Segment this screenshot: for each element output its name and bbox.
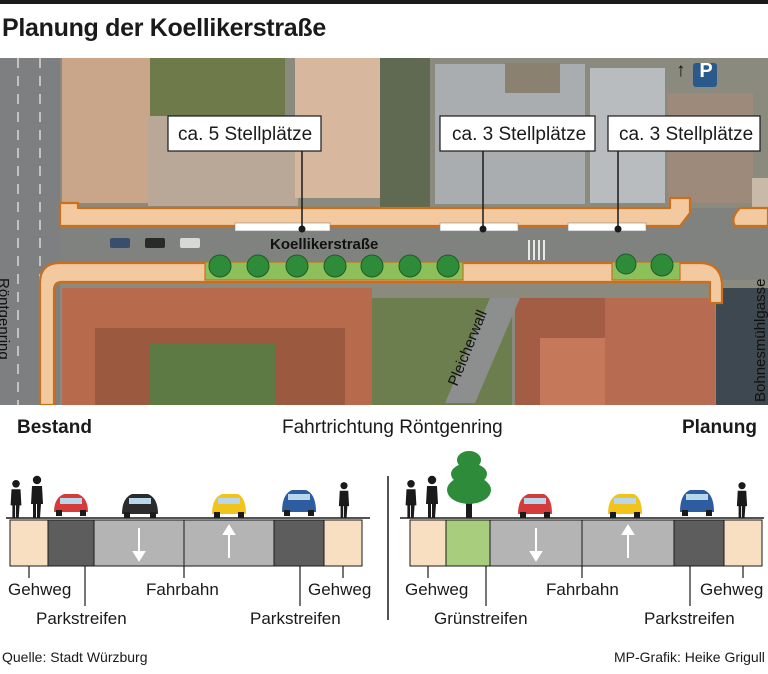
parking-sign-letter: P [699, 60, 713, 82]
source-note: Quelle: Stadt Würzburg [2, 649, 148, 665]
heading-planung: Planung [682, 417, 757, 438]
bestand-label-parkstreifen-right: Parkstreifen [250, 609, 341, 628]
south-buildings [62, 288, 768, 405]
heading-direction: Fahrtrichtung Röntgenring [282, 417, 503, 438]
parking-label-3: ca. 3 Stellplätze [619, 124, 754, 145]
parking-strip-3 [567, 222, 647, 232]
bestand-gehweg-right [323, 519, 363, 567]
cross-sections [6, 451, 764, 620]
top-rule [0, 0, 768, 4]
callout-boxes [167, 115, 761, 152]
planung-gruenstreifen [445, 519, 491, 567]
car-red-right [518, 494, 552, 518]
planung-label-gehweg-left: Gehweg [405, 580, 469, 599]
street-label-bohnesmuehlgasse: Bohnesmühlgasse [752, 278, 768, 402]
leader-lines [301, 150, 619, 228]
parking-strip-2 [439, 222, 519, 232]
car-blue-left [282, 490, 316, 516]
graphic-credit: MP-Grafik: Heike Grigull [614, 649, 765, 665]
street-label-koellikerstrasse: Koellikerstraße [270, 236, 379, 253]
bestand-label-gehweg-right: Gehweg [308, 580, 372, 599]
bestand-gehweg-left [9, 519, 49, 567]
planung-gehweg-right [723, 519, 763, 567]
trees [208, 253, 674, 278]
planung-gehweg-left [409, 519, 447, 567]
bestand-section [6, 475, 370, 606]
parking-dot-1 [298, 225, 306, 233]
tree-icon [447, 451, 491, 518]
heading-bestand: Bestand [17, 417, 92, 438]
parking-dot-3 [614, 225, 622, 233]
bestand-parkstreifen-right [273, 519, 325, 567]
parking-sign [693, 63, 717, 87]
parking-dot-2 [479, 225, 487, 233]
crosswalk [528, 240, 545, 260]
bestand-label-fahrbahn: Fahrbahn [146, 580, 219, 599]
parking-label-1: ca. 5 Stellplätze [178, 124, 313, 145]
north-sidewalk-band-east [732, 206, 768, 228]
bestand-label-parkstreifen-left: Parkstreifen [36, 609, 127, 628]
car-red-left [54, 494, 88, 516]
north-sidewalk-band [58, 196, 692, 228]
bestand-parkstreifen-left [47, 519, 95, 567]
bestand-label-gehweg-left: Gehweg [8, 580, 72, 599]
parking-strip-1 [234, 222, 331, 232]
parking-label-2: ca. 3 Stellplätze [452, 124, 587, 145]
car-blue-right [680, 490, 714, 516]
planung-label-gehweg-right: Gehweg [700, 580, 764, 599]
planung-label-parkstreifen-right: Parkstreifen [644, 609, 735, 628]
car-yellow-right [608, 494, 642, 518]
parking-arrow-icon: ↑ [676, 60, 686, 81]
parked-cars [110, 238, 200, 248]
page-title: Planung der Koellikerstraße [2, 14, 326, 42]
planung-label-fahrbahn: Fahrbahn [546, 580, 619, 599]
pleicherwall-road [445, 298, 520, 403]
car-black [122, 494, 158, 518]
planung-parkstreifen-right [673, 519, 725, 567]
street-label-roentgenring: Röntgenring [0, 278, 12, 360]
car-yellow-left [212, 494, 246, 518]
planung-label-gruenstreifen: Grünstreifen [434, 609, 528, 628]
aerial-map [0, 58, 768, 405]
planung-section [400, 451, 764, 606]
